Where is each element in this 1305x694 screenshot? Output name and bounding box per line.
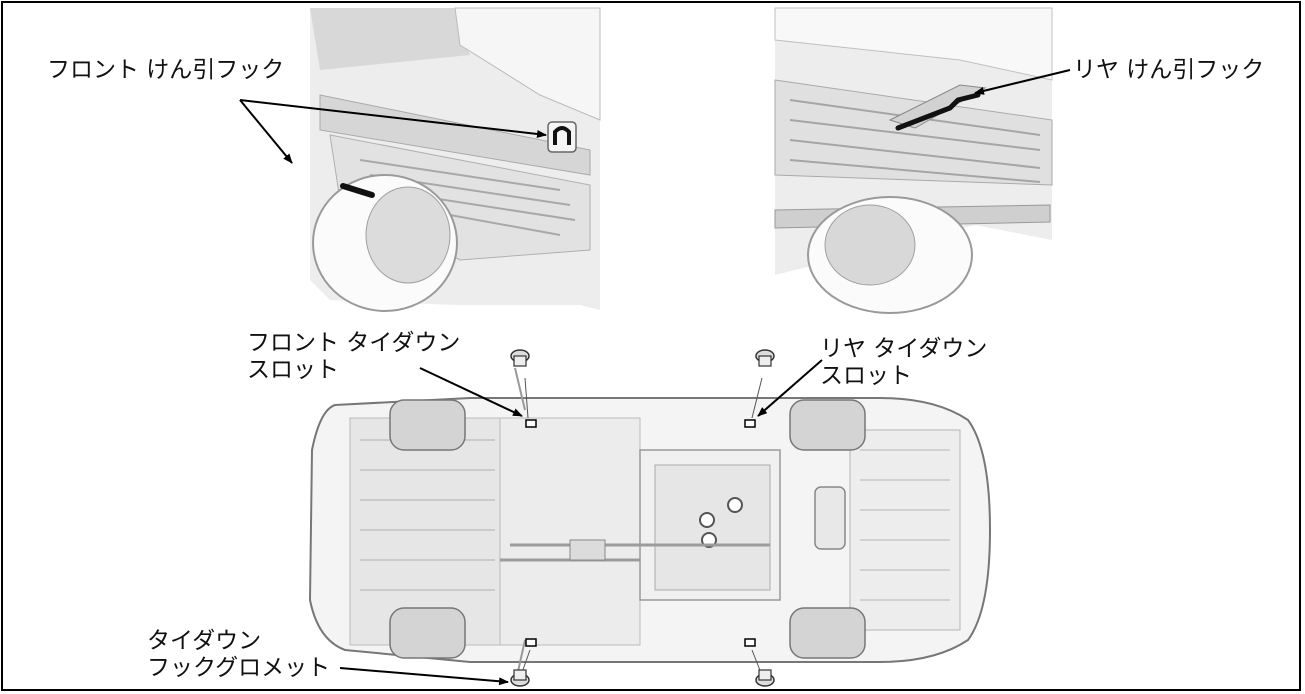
front-tow-hook-label: フロント けん引フック: [47, 57, 285, 83]
grommet-icon: [510, 669, 530, 687]
rear-tiedown-label-line1: リヤ タイダウン: [820, 336, 988, 362]
grommet-leader-arrow: [339, 667, 509, 686]
grommet-label-line2: フックグロメット: [147, 655, 331, 681]
grommet-label: タイダウン フックグロメット: [147, 628, 330, 682]
front-hook-leader-arrow: [239, 99, 547, 138]
front-hook-leader-arrow-2: [239, 99, 293, 164]
grommet-icon: [755, 669, 775, 687]
front-tiedown-slot-right: [525, 638, 537, 647]
grommet-label-line1: タイダウン: [147, 628, 262, 654]
rear-tiedown-slot-left: [744, 419, 756, 428]
front-slot-leader-arrow: [419, 367, 523, 417]
grommet-icon: [755, 349, 775, 367]
car-underbody-illustration: [308, 367, 992, 686]
rear-underbody-illustration: [774, 7, 1053, 314]
rear-tiedown-slot-label: リヤ タイダウン スロット: [820, 336, 987, 390]
front-tiedown-slot-label: フロント タイダウン スロット: [247, 330, 460, 384]
front-tiedown-slot-left: [525, 419, 537, 428]
rear-tiedown-slot-right: [744, 638, 756, 647]
front-tiedown-label-line1: フロント タイダウン: [247, 330, 461, 356]
rear-slot-leader-arrow: [757, 359, 823, 417]
front-tiedown-label-line2: スロット: [247, 357, 339, 383]
rear-tiedown-label-line2: スロット: [820, 363, 912, 389]
front-underbody-illustration: [310, 7, 601, 312]
rear-tow-hook-label: リヤ けん引フック: [1073, 57, 1265, 83]
rear-hook-leader-arrow: [974, 69, 1071, 95]
grommet-icon: [510, 349, 530, 367]
